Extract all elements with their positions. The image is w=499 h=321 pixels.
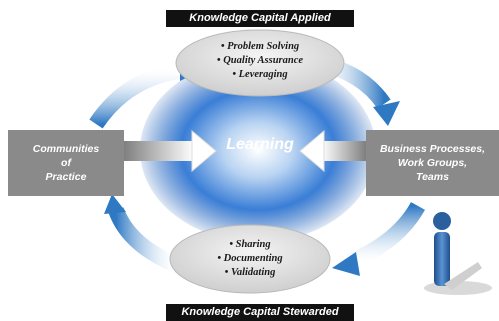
arrow-right-to-center bbox=[299, 129, 366, 173]
stewarded-item-sharing: • Sharing bbox=[229, 239, 271, 250]
learning-label: Learning bbox=[226, 136, 294, 153]
applied-item-quality-assurance: • Quality Assurance bbox=[216, 55, 304, 66]
applied-list: • Problem Solving • Quality Assurance • … bbox=[190, 40, 330, 82]
stewarded-item-validating: • Validating bbox=[224, 267, 276, 278]
cycle-arrow-bottom-left bbox=[104, 194, 178, 272]
communities-of-practice-label: Communities of Practice bbox=[8, 130, 124, 196]
business-processes-label: Business Processes, Work Groups, Teams bbox=[366, 130, 499, 196]
person-figure-icon bbox=[424, 212, 492, 295]
communities-line-1: Communities bbox=[32, 143, 100, 155]
communities-line-3: Practice bbox=[45, 171, 87, 183]
applied-item-leveraging: • Leveraging bbox=[232, 69, 288, 80]
center-glow bbox=[140, 58, 376, 242]
communities-line-2: of bbox=[61, 157, 71, 169]
business-line-1: Business Processes, bbox=[379, 143, 486, 155]
stewarded-ellipse bbox=[169, 224, 331, 294]
business-line-3: Teams bbox=[416, 171, 449, 183]
stewarded-item-documenting: • Documenting bbox=[217, 253, 283, 264]
communities-box bbox=[8, 130, 124, 196]
stewarded-list: • Sharing • Documenting • Validating bbox=[180, 238, 320, 280]
applied-ellipse bbox=[175, 29, 345, 97]
cycle-arrow-bottom-right bbox=[332, 201, 425, 276]
business-line-2: Work Groups, bbox=[397, 157, 468, 169]
business-box bbox=[366, 130, 499, 196]
arrow-left-to-center bbox=[124, 129, 217, 173]
knowledge-capital-stewarded-banner: Knowledge Capital Stewarded bbox=[166, 304, 354, 321]
applied-item-problem-solving: • Problem Solving bbox=[220, 41, 300, 52]
knowledge-capital-applied-banner: Knowledge Capital Applied bbox=[166, 10, 354, 27]
